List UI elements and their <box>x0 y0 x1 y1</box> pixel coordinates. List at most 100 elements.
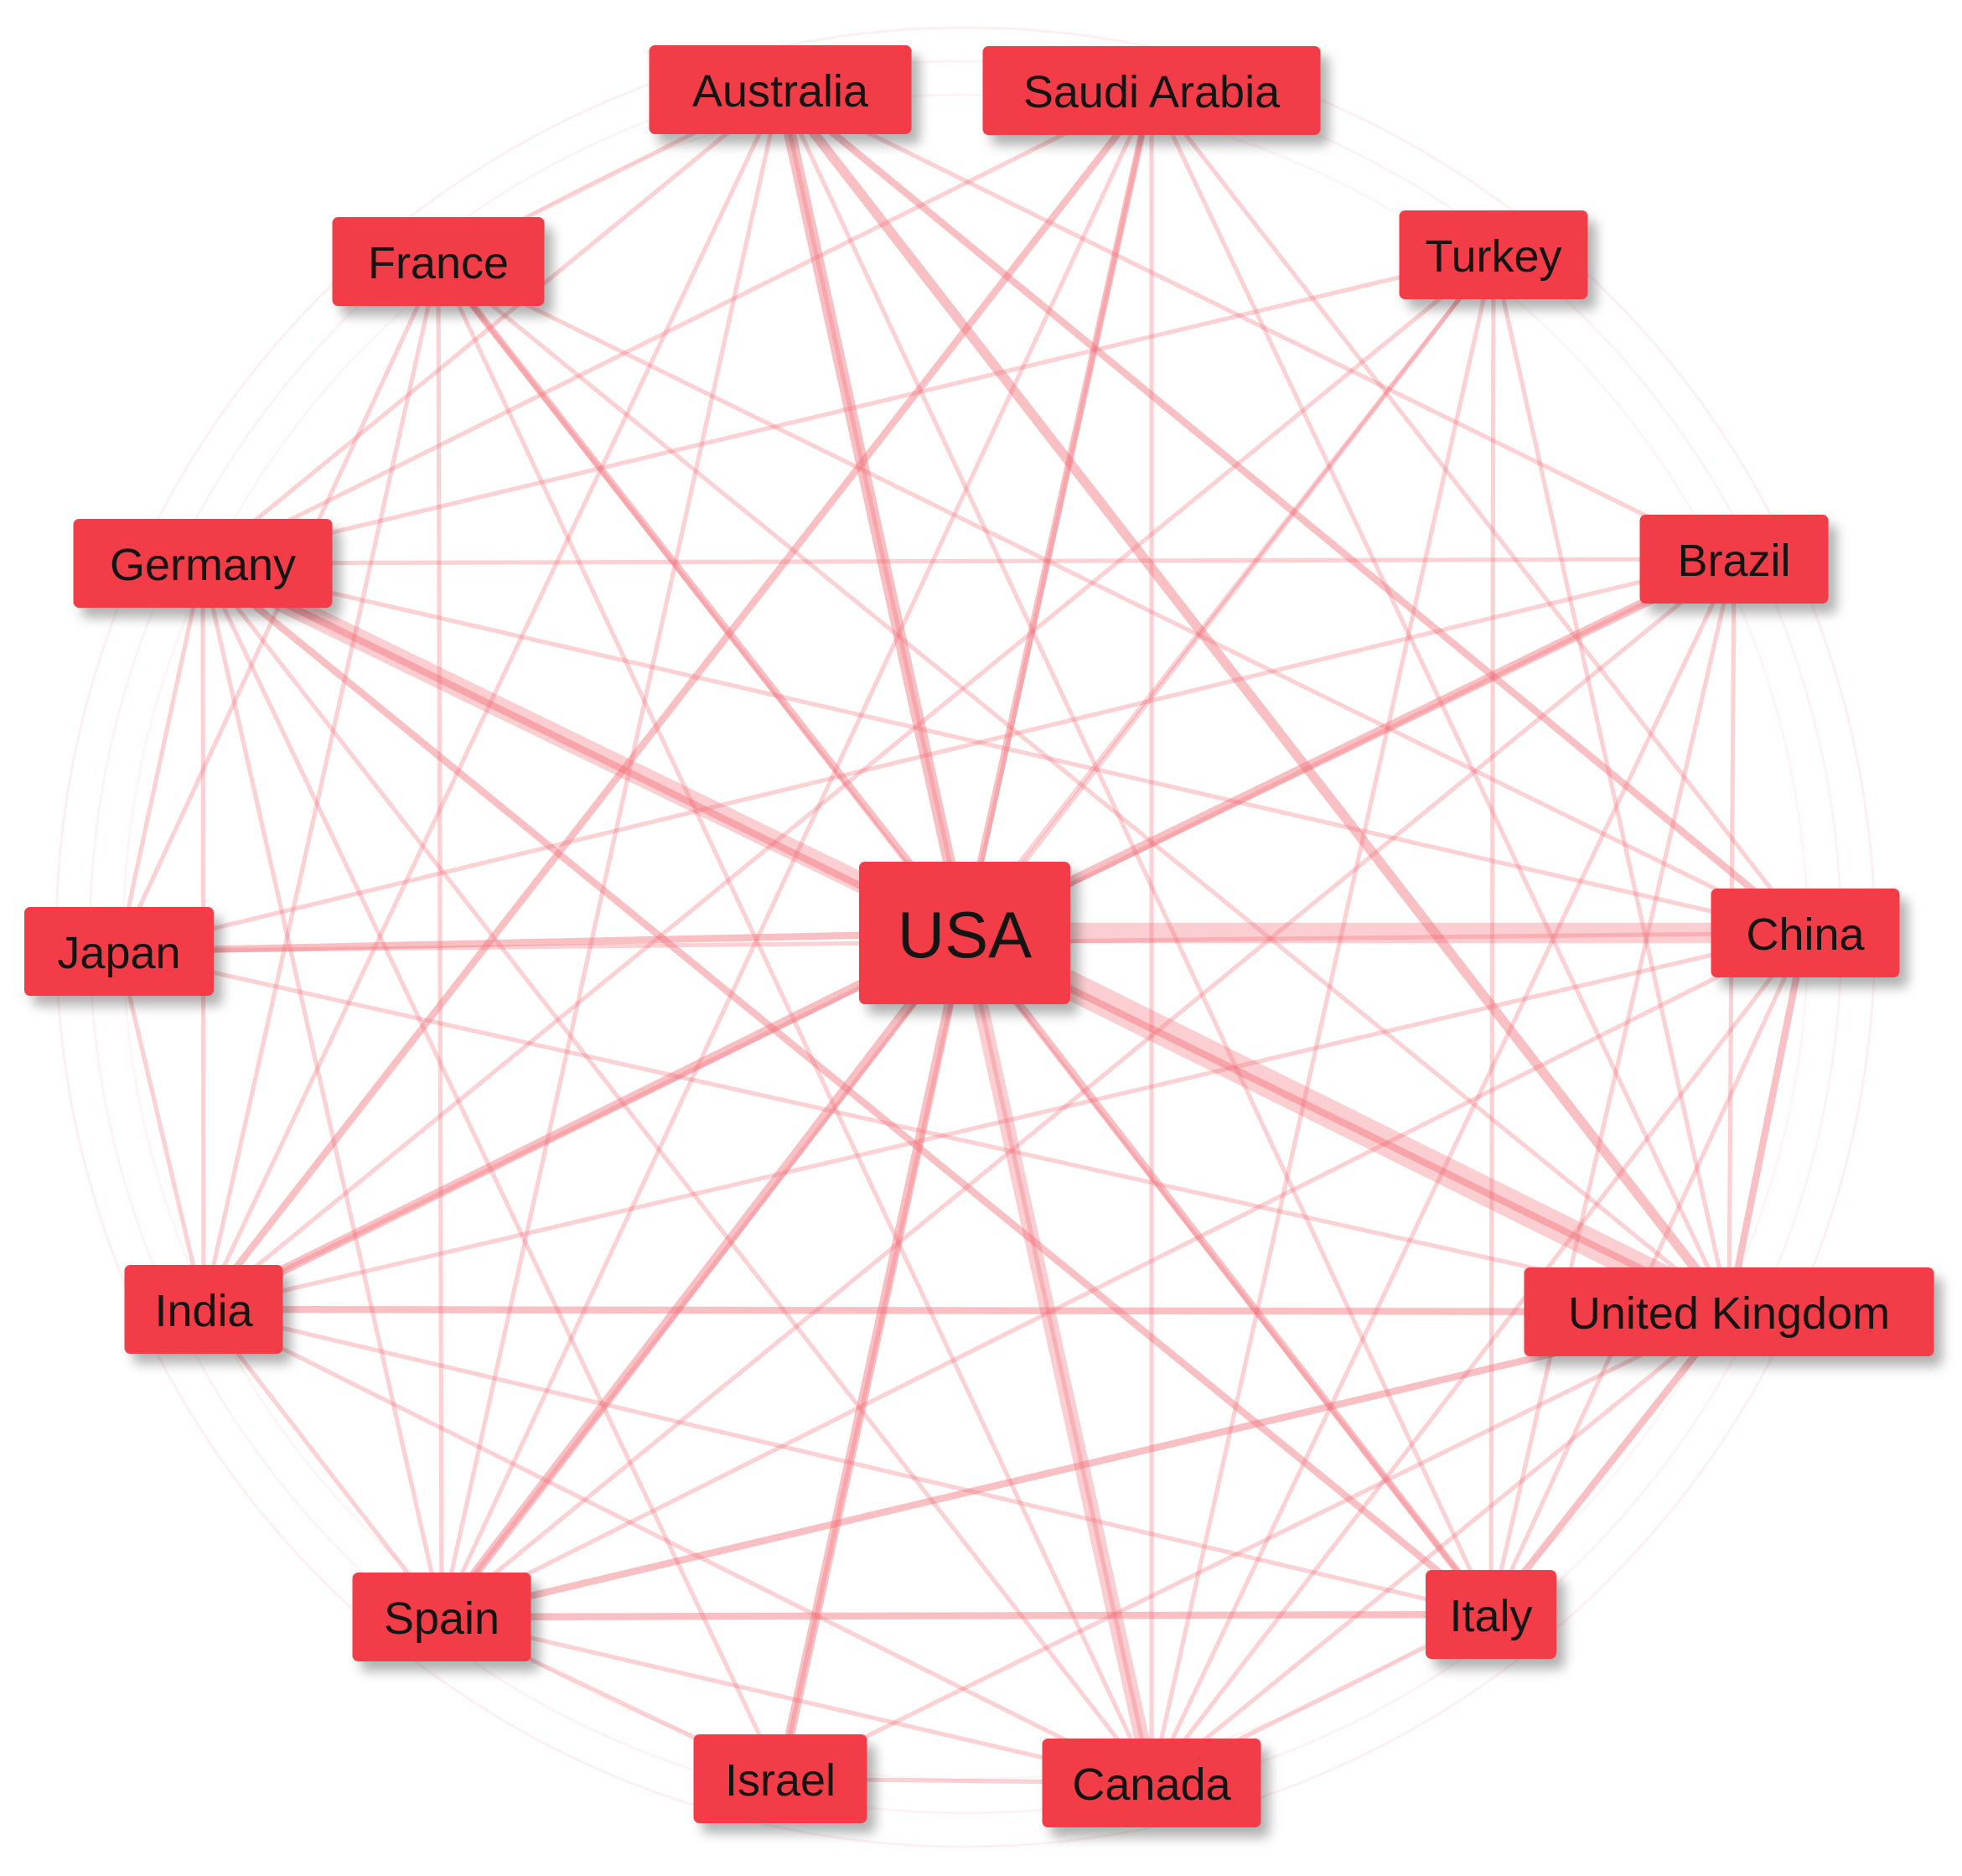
edge-australia-germany <box>200 87 783 566</box>
edge-usa-turkey <box>962 252 1496 935</box>
edge-germany-spain <box>200 561 444 1619</box>
edge-australia-india <box>201 87 783 1312</box>
node-label-india: India <box>154 1286 253 1336</box>
edge-germany-israel <box>200 561 783 1781</box>
node-box-canada <box>1042 1739 1261 1827</box>
node-box-brazil <box>1639 515 1829 604</box>
edge-layer <box>115 83 1816 1790</box>
node-israel: Israel <box>693 1734 867 1823</box>
edge-china-canada <box>1149 930 1808 1785</box>
edge-france-china <box>436 259 1808 935</box>
edge-brazil-italy <box>1488 557 1737 1617</box>
edge-india-spain <box>201 1307 444 1619</box>
edge-france-canada <box>436 259 1154 1785</box>
edge-australia-italy <box>778 87 1494 1617</box>
node-layer: USA Australia Saudi ArabiaTurkeyBrazilChin… <box>24 45 1934 1827</box>
edge-australia-uk <box>775 85 1734 1317</box>
node-label-usa: USA <box>898 898 1032 972</box>
edge-india-japan <box>116 949 206 1312</box>
edge-france-india <box>201 259 441 1312</box>
edge-turkey-india <box>201 252 1496 1312</box>
node-box-india <box>124 1265 283 1354</box>
edge-turkey-uk <box>1491 252 1732 1314</box>
edge-uk-india <box>199 1305 1733 1316</box>
edge-germany-canada <box>200 561 1154 1785</box>
edge-china-india <box>201 930 1808 1312</box>
edge-usa-canada <box>957 925 1159 1790</box>
edge-saudi-spain <box>439 88 1154 1619</box>
edge-uk-japan <box>116 949 1732 1314</box>
edge-turkey-germany <box>200 252 1496 566</box>
node-italy: Italy <box>1426 1570 1556 1659</box>
node-usa: USA <box>859 862 1070 1004</box>
node-label-saudi: Saudi Arabia <box>1023 67 1281 117</box>
node-box-uk <box>1524 1267 1934 1356</box>
edge-usa-spain <box>437 928 970 1622</box>
node-box-china <box>1711 889 1900 977</box>
edge-australia-brazil <box>778 87 1737 562</box>
node-label-china: China <box>1746 909 1865 960</box>
edge-italy-spain <box>437 1610 1495 1621</box>
node-label-germany: Germany <box>110 540 296 590</box>
node-box-italy <box>1426 1570 1556 1659</box>
edge-uk-italy <box>1487 1308 1733 1619</box>
edge-saudi-germany <box>200 88 1154 566</box>
node-label-turkey: Turkey <box>1425 231 1561 282</box>
edge-australia-china <box>776 86 1809 937</box>
node-saudi: Saudi Arabia <box>982 46 1321 135</box>
edge-brazil-canada <box>1149 557 1737 1785</box>
node-label-australia: Australia <box>692 66 869 117</box>
edge-saudi-china <box>1149 88 1808 935</box>
node-label-israel: Israel <box>725 1755 836 1806</box>
node-germany: Germany <box>73 519 333 608</box>
edge-china-uk <box>1725 929 1809 1316</box>
edge-usa-germany <box>192 552 976 944</box>
node-turkey: Turkey <box>1399 210 1588 299</box>
node-box-germany <box>73 519 333 608</box>
edge-usa-australia <box>774 83 971 940</box>
node-india: India <box>124 1265 283 1354</box>
edge-australia-spain <box>439 87 783 1619</box>
edge-uk-canada <box>1149 1309 1732 1785</box>
node-label-uk: United Kingdom <box>1568 1288 1890 1339</box>
edge-canada-spain <box>439 1614 1154 1785</box>
node-uk: United Kingdom <box>1524 1267 1934 1356</box>
node-box-israel <box>693 1734 867 1823</box>
node-label-japan: Japan <box>57 928 180 978</box>
node-box-turkey <box>1399 210 1588 299</box>
edge-france-spain <box>436 259 444 1619</box>
node-label-brazil: Brazil <box>1677 536 1790 586</box>
node-australia: Australia <box>649 45 912 134</box>
node-japan: Japan <box>24 907 214 996</box>
edge-uk-israel <box>778 1309 1732 1781</box>
edge-usa-india <box>199 928 970 1314</box>
node-label-canada: Canada <box>1072 1759 1231 1810</box>
edge-usa-france <box>434 257 969 937</box>
edge-usa-uk <box>950 919 1743 1326</box>
edge-saudi-india <box>199 86 1156 1314</box>
node-box-australia <box>649 45 912 134</box>
edge-usa-brazil <box>960 554 1739 938</box>
node-label-italy: Italy <box>1449 1591 1532 1641</box>
node-box-usa <box>859 862 1070 1004</box>
edge-usa-japan <box>115 929 969 956</box>
edge-saudi-uk <box>1149 88 1732 1314</box>
edge-france-uk <box>436 259 1732 1314</box>
edge-germany-italy <box>199 559 1495 1619</box>
edge-uk-spain <box>437 1308 1733 1621</box>
node-label-france: France <box>368 238 509 288</box>
node-box-spain <box>352 1573 531 1661</box>
edge-italy-india <box>201 1307 1494 1617</box>
edge-germany-china <box>200 561 1808 935</box>
edge-germany-brazil <box>200 557 1737 566</box>
node-france: France <box>332 217 545 306</box>
node-label-spain: Spain <box>384 1594 500 1644</box>
edge-usa-saudi <box>960 86 1156 937</box>
node-brazil: Brazil <box>1639 515 1829 604</box>
node-canada: Canada <box>1042 1739 1261 1827</box>
edge-usa-israel <box>775 928 970 1784</box>
edge-china-spain <box>439 930 1808 1619</box>
edge-brazil-japan <box>116 557 1737 954</box>
edge-turkey-italy <box>1488 252 1496 1617</box>
